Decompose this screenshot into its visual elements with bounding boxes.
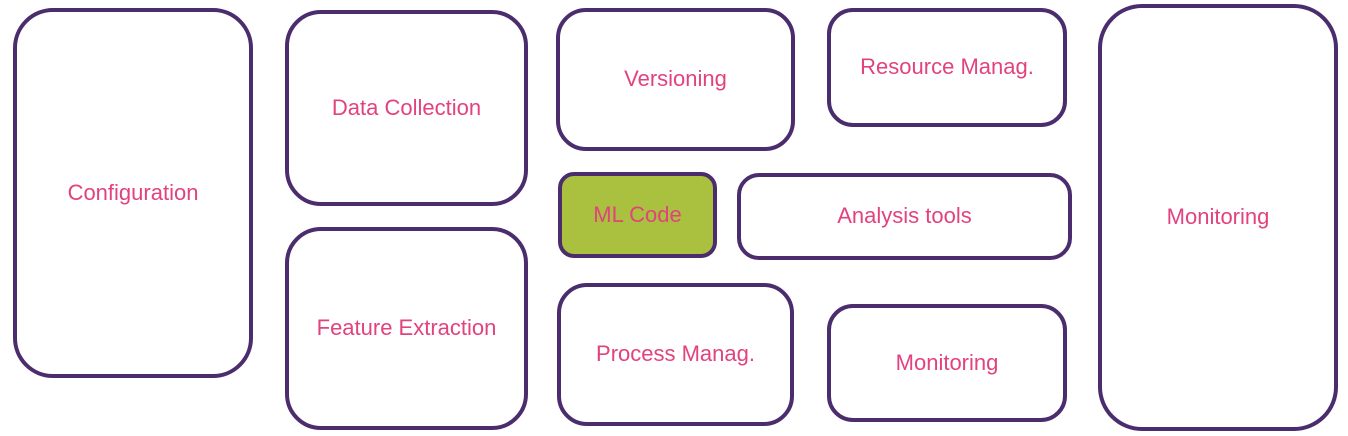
box-analysis-tools-label: Analysis tools: [837, 203, 972, 229]
box-data-collection: Data Collection: [285, 10, 528, 206]
box-ml-code-label: ML Code: [593, 201, 682, 227]
box-configuration: Configuration: [13, 8, 253, 378]
box-monitoring-tall-label: Monitoring: [1166, 204, 1270, 230]
box-data-collection-label: Data Collection: [331, 94, 482, 120]
box-monitoring-small-label: Monitoring: [895, 349, 999, 375]
box-configuration-label: Configuration: [67, 179, 199, 205]
box-ml-code: ML Code: [558, 172, 717, 258]
box-monitoring-small: Monitoring: [827, 304, 1067, 422]
box-versioning: Versioning: [556, 8, 795, 151]
box-feature-extraction-label: Feature Extraction: [316, 315, 497, 341]
box-process-manag-label: Process Manag.: [596, 341, 755, 367]
box-versioning-label: Versioning: [624, 66, 727, 92]
box-resource-manag: Resource Manag.: [827, 8, 1067, 127]
box-analysis-tools: Analysis tools: [737, 173, 1072, 260]
box-process-manag: Process Manag.: [557, 283, 794, 426]
box-monitoring-tall: Monitoring: [1098, 4, 1338, 431]
box-feature-extraction: Feature Extraction: [285, 227, 528, 430]
box-resource-manag-label: Resource Manag.: [860, 54, 1034, 80]
